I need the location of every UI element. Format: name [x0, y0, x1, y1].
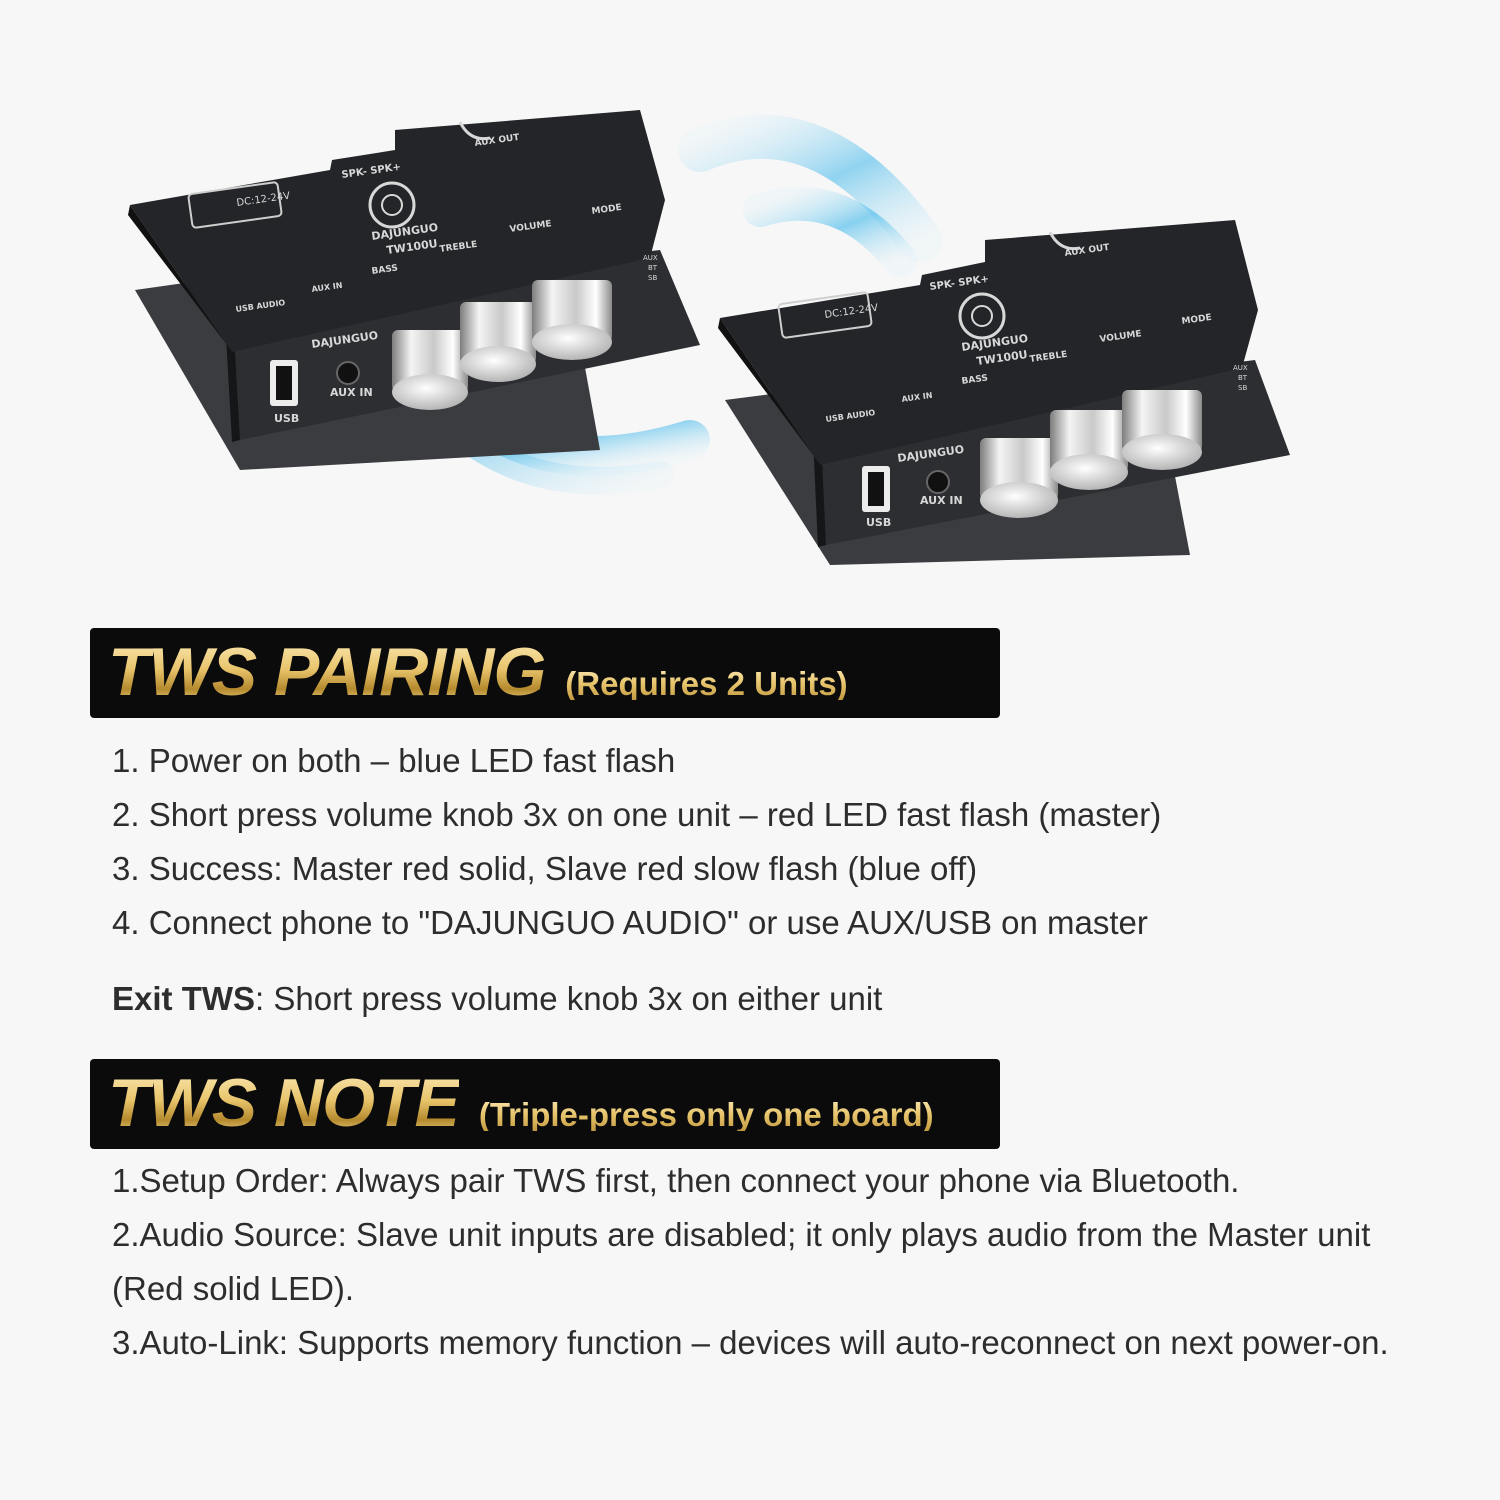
treble-knob-1	[460, 302, 536, 382]
aux-jack-1	[336, 361, 360, 385]
bass-label-1: BASS	[371, 263, 399, 277]
note-banner: TWS NOTE (Triple-press only one board)	[90, 1059, 1000, 1149]
volume-knob-1	[532, 280, 612, 360]
treble-knob-2	[1050, 410, 1128, 490]
pairing-banner: TWS PAIRING (Requires 2 Units)	[90, 628, 1000, 718]
note-step: 2.Audio Source: Slave unit inputs are di…	[112, 1216, 1371, 1307]
usb-port-label-1: USB	[274, 412, 299, 425]
product-illustration: DC:12-24V SPK- SPK+ AUX OUT DAJUNGUO TW1…	[0, 0, 1500, 610]
amplifier-board-1: DC:12-24V SPK- SPK+ AUX OUT DAJUNGUO TW1…	[128, 110, 700, 470]
note-step: 3.Auto-Link: Supports memory function – …	[112, 1324, 1389, 1361]
note-title: TWS NOTE	[108, 1065, 460, 1141]
pairing-step: 1. Power on both – blue LED fast flash	[112, 742, 676, 779]
mode-opt-aux-2: AUX	[1233, 364, 1248, 372]
aux-in-top-label-1: AUX IN	[311, 281, 343, 294]
amplifier-board-2: DC:12-24V SPK- SPK+ AUX OUT DAJUNGUO TW1…	[718, 220, 1290, 565]
volume-knob-2	[1122, 390, 1202, 470]
usb-port-label-2: USB	[866, 516, 891, 529]
mode-opt-bt-2: BT	[1238, 374, 1248, 382]
bass-knob-2	[980, 438, 1058, 518]
exit-tws-label: Exit TWS	[112, 980, 256, 1017]
note-steps-list: 1.Setup Order: Always pair TWS first, th…	[112, 1154, 1432, 1370]
pairing-step: 3. Success: Master red solid, Slave red …	[112, 850, 978, 887]
pairing-title: TWS PAIRING	[108, 634, 546, 710]
mode-opt-aux-1: AUX	[643, 254, 658, 262]
aux-port-label-1: AUX IN	[330, 386, 373, 399]
exit-tws-text: : Short press volume knob 3x on either u…	[255, 980, 883, 1017]
mode-label-2: MODE	[1181, 313, 1212, 327]
aux-jack-2	[926, 470, 950, 494]
pairing-subtitle: (Requires 2 Units)	[565, 665, 848, 702]
aux-in-top-label-2: AUX IN	[901, 391, 933, 404]
pairing-step: 2. Short press volume knob 3x on one uni…	[112, 796, 1162, 833]
note-subtitle: (Triple-press only one board)	[478, 1096, 934, 1133]
mode-opt-sb-2: SB	[1238, 384, 1247, 392]
mode-opt-bt-1: BT	[648, 264, 658, 272]
pairing-step: 4. Connect phone to "DAJUNGUO AUDIO" or …	[112, 904, 1148, 941]
bass-label-2: BASS	[961, 373, 989, 387]
bass-knob-1	[392, 330, 468, 410]
mode-opt-sb-1: SB	[648, 274, 657, 282]
aux-port-label-2: AUX IN	[920, 494, 963, 507]
mode-label-1: MODE	[591, 203, 622, 217]
pairing-steps-list: 1. Power on both – blue LED fast flash 2…	[112, 734, 1161, 950]
note-step: 1.Setup Order: Always pair TWS first, th…	[112, 1162, 1240, 1199]
exit-tws-line: Exit TWS: Short press volume knob 3x on …	[112, 972, 882, 1026]
